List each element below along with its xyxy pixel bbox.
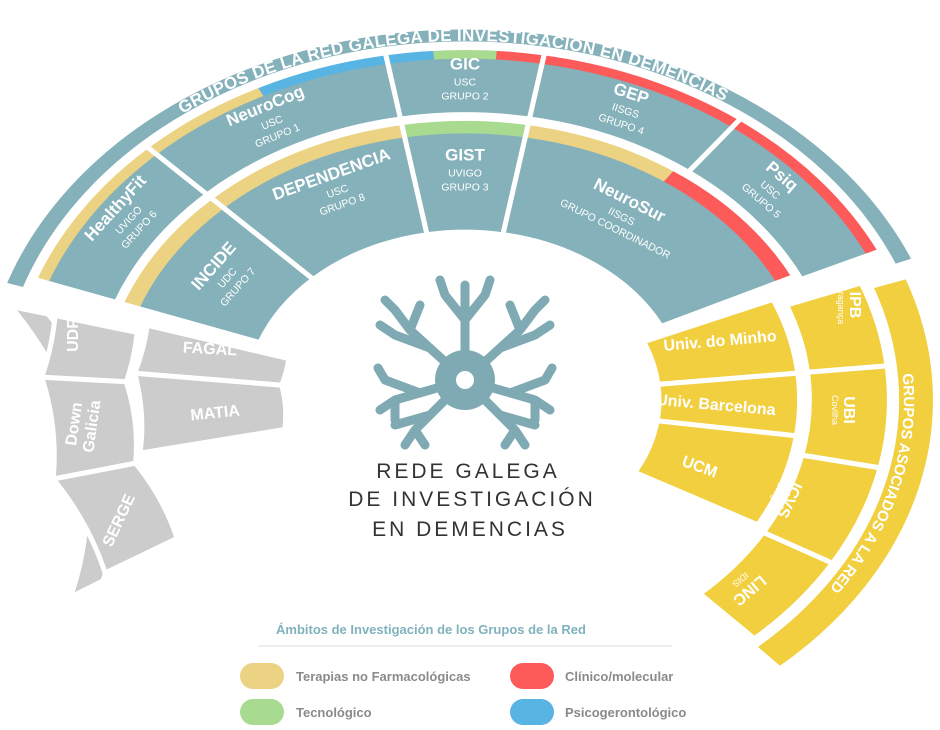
- group-institution: USC: [454, 76, 477, 88]
- group-number: GRUPO 2: [441, 90, 488, 102]
- social-fagal-label-text: FAGAL: [182, 340, 237, 360]
- outer-group-outline: [684, 115, 885, 283]
- social-udp-label: UDP: [65, 318, 82, 352]
- group-number: GRUPO 3: [441, 182, 488, 194]
- research-area-strip: [401, 118, 529, 138]
- outer-group-sector: [146, 52, 401, 195]
- inner-group-sector: [502, 122, 795, 327]
- assoc-ipb-label-place: Bragança: [836, 286, 846, 325]
- outer-group-sector: [34, 146, 208, 303]
- group-name: GIC: [450, 54, 480, 73]
- social-middle-sector[interactable]: [48, 460, 181, 577]
- group-name: GIST: [445, 146, 485, 165]
- social-down-galicia-label-text: Down: [63, 401, 86, 446]
- research-area-strip: [542, 52, 741, 128]
- inner-group-outline: [499, 119, 798, 330]
- outer-group-sector: [385, 47, 545, 119]
- social-udp-label-text: UDP: [65, 318, 82, 352]
- legend-swatch-clinico: [510, 663, 554, 689]
- research-area-strip: [120, 197, 225, 309]
- ring-sectors: [0, 24, 938, 673]
- legend-label-psicogerontologico: Psicogerontológico: [565, 705, 686, 720]
- associated-inner-sector[interactable]: [630, 418, 800, 528]
- research-area-strip: [146, 85, 264, 155]
- logo-line-2: DE INVESTIGACIÓN: [348, 488, 596, 511]
- assoc-ipb-label-text: IPB: [846, 292, 863, 319]
- social-matia-label-text: MATIA: [190, 402, 241, 424]
- logo-line-3: EN DEMENCIAS: [372, 518, 568, 541]
- assoc-ubi-label-text: UBI: [840, 396, 857, 424]
- neuron-logo-icon: [373, 275, 557, 450]
- legend-swatch-tecnologico: [240, 699, 284, 725]
- research-area-strip: [34, 146, 157, 284]
- social-middle-sector[interactable]: [38, 312, 140, 385]
- legend-swatch-psicogerontologico: [510, 699, 554, 725]
- main-title-band[interactable]: [0, 24, 919, 293]
- legend-label-tecnologico: Tecnológico: [296, 705, 372, 720]
- research-area-strip: [256, 52, 388, 96]
- social-matia-label: MATIA: [190, 402, 241, 424]
- research-area-strip: [663, 169, 795, 284]
- logo-text: REDE GALEGA DE INVESTIGACIÓN EN DEMENCIA…: [348, 460, 596, 541]
- legend: Ámbitos de Investigación de los Grupos d…: [240, 622, 686, 725]
- legend-title: Ámbitos de Investigación de los Grupos d…: [276, 622, 586, 637]
- social-fagal-label: FAGAL: [182, 340, 237, 360]
- associated-middle-sector[interactable]: [695, 529, 837, 642]
- inner-group-sector: [401, 118, 529, 235]
- inner-group-label: GIST UVIGO GRUPO 3: [441, 146, 488, 194]
- outer-group-sector: [688, 118, 881, 280]
- outer-group-label: GIC USC GRUPO 2: [441, 54, 488, 102]
- outer-group-sector: [529, 52, 741, 173]
- group-institution: UVIGO: [448, 168, 482, 180]
- assoc-ubi-label-place: Covilha: [830, 395, 840, 425]
- research-area-strip: [525, 122, 675, 182]
- social-inner-sector[interactable]: [131, 370, 289, 457]
- research-area-strip: [732, 118, 881, 256]
- logo-line-1: REDE GALEGA: [376, 460, 560, 483]
- research-area-strip: [433, 47, 497, 60]
- legend-label-terapias: Terapias no Farmacológicas: [296, 669, 471, 684]
- legend-label-clinico: Clínico/molecular: [565, 669, 673, 684]
- legend-swatch-terapias: [240, 663, 284, 689]
- inner-group-sector: [120, 197, 314, 343]
- research-area-strip: [210, 122, 405, 209]
- associated-title-band[interactable]: [749, 273, 938, 673]
